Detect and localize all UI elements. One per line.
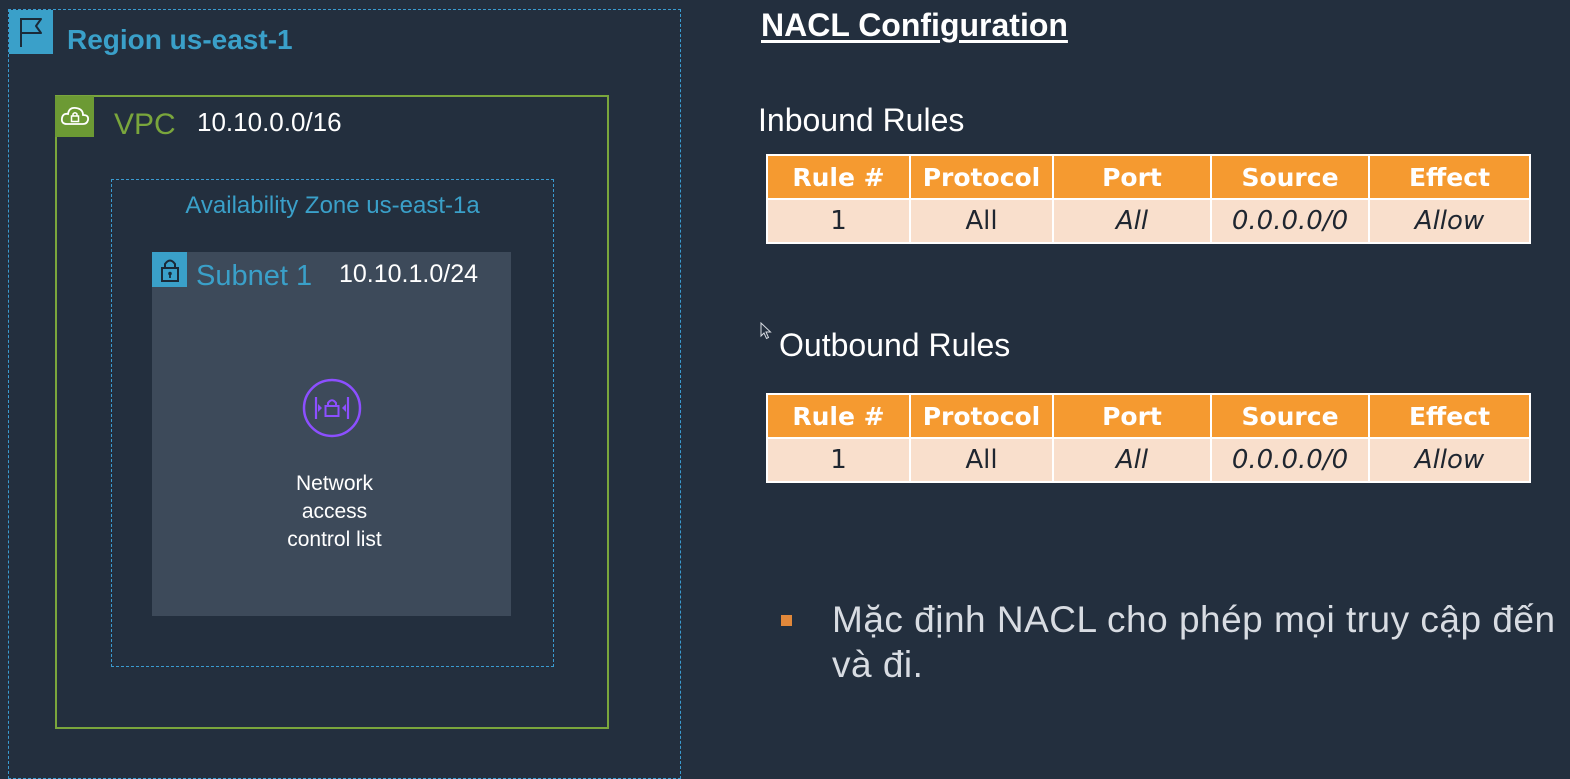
network-acl-icon bbox=[301, 377, 363, 439]
subnet-cidr: 10.10.1.0/24 bbox=[339, 260, 479, 288]
cell-effect: Allow bbox=[1368, 437, 1531, 483]
cell-source: 0.0.0.0/0 bbox=[1210, 198, 1370, 244]
nacl-label-line: Network bbox=[295, 472, 374, 495]
region-title: Region us-east-1 bbox=[67, 24, 293, 55]
outbound-rules-table: Rule # Protocol Port Source Effect 1 All… bbox=[766, 393, 1531, 483]
table-header-row: Rule # Protocol Port Source Effect bbox=[766, 154, 1531, 200]
config-title: NACL Configuration bbox=[761, 7, 1068, 43]
cell-effect: Allow bbox=[1368, 198, 1531, 244]
cell-rule-number: 1 bbox=[766, 437, 911, 483]
bullet-note: Mặc định NACL cho phép mọi truy cập đến … bbox=[832, 599, 1556, 685]
cell-protocol: All bbox=[909, 437, 1054, 483]
nacl-label-line: access bbox=[301, 500, 368, 523]
table-row: 1 All All 0.0.0.0/0 Allow bbox=[766, 198, 1531, 244]
cell-port: All bbox=[1052, 198, 1212, 244]
availability-zone-label: Availability Zone us-east-1a bbox=[185, 192, 480, 219]
inbound-rules-table: Rule # Protocol Port Source Effect 1 All… bbox=[766, 154, 1531, 244]
inbound-rules-title: Inbound Rules bbox=[758, 102, 965, 138]
vpc-label: VPC bbox=[114, 108, 176, 141]
vpc-cidr: 10.10.0.0/16 bbox=[197, 107, 342, 137]
padlock-icon bbox=[152, 252, 187, 287]
header-rule-number: Rule # bbox=[766, 154, 911, 200]
header-protocol: Protocol bbox=[909, 393, 1054, 439]
header-port: Port bbox=[1052, 393, 1212, 439]
vpc-container bbox=[55, 95, 609, 729]
bullet-square-icon bbox=[781, 615, 792, 626]
availability-zone-container bbox=[111, 179, 554, 667]
subnet-container bbox=[152, 252, 511, 616]
cell-port: All bbox=[1052, 437, 1212, 483]
cell-source: 0.0.0.0/0 bbox=[1210, 437, 1370, 483]
flag-icon bbox=[9, 10, 53, 54]
nacl-label-line: control list bbox=[287, 528, 382, 551]
header-effect: Effect bbox=[1368, 393, 1531, 439]
header-port: Port bbox=[1052, 154, 1212, 200]
subnet-label: Subnet 1 bbox=[196, 260, 313, 292]
nacl-label: Network access control list bbox=[252, 470, 417, 554]
table-header-row: Rule # Protocol Port Source Effect bbox=[766, 393, 1531, 439]
mouse-cursor-icon bbox=[760, 321, 772, 340]
header-source: Source bbox=[1210, 154, 1370, 200]
outbound-rules-title: Outbound Rules bbox=[779, 327, 1011, 363]
cell-protocol: All bbox=[909, 198, 1054, 244]
header-effect: Effect bbox=[1368, 154, 1531, 200]
header-protocol: Protocol bbox=[909, 154, 1054, 200]
table-row: 1 All All 0.0.0.0/0 Allow bbox=[766, 437, 1531, 483]
cloud-lock-icon bbox=[55, 96, 94, 137]
header-rule-number: Rule # bbox=[766, 393, 911, 439]
header-source: Source bbox=[1210, 393, 1370, 439]
cell-rule-number: 1 bbox=[766, 198, 911, 244]
